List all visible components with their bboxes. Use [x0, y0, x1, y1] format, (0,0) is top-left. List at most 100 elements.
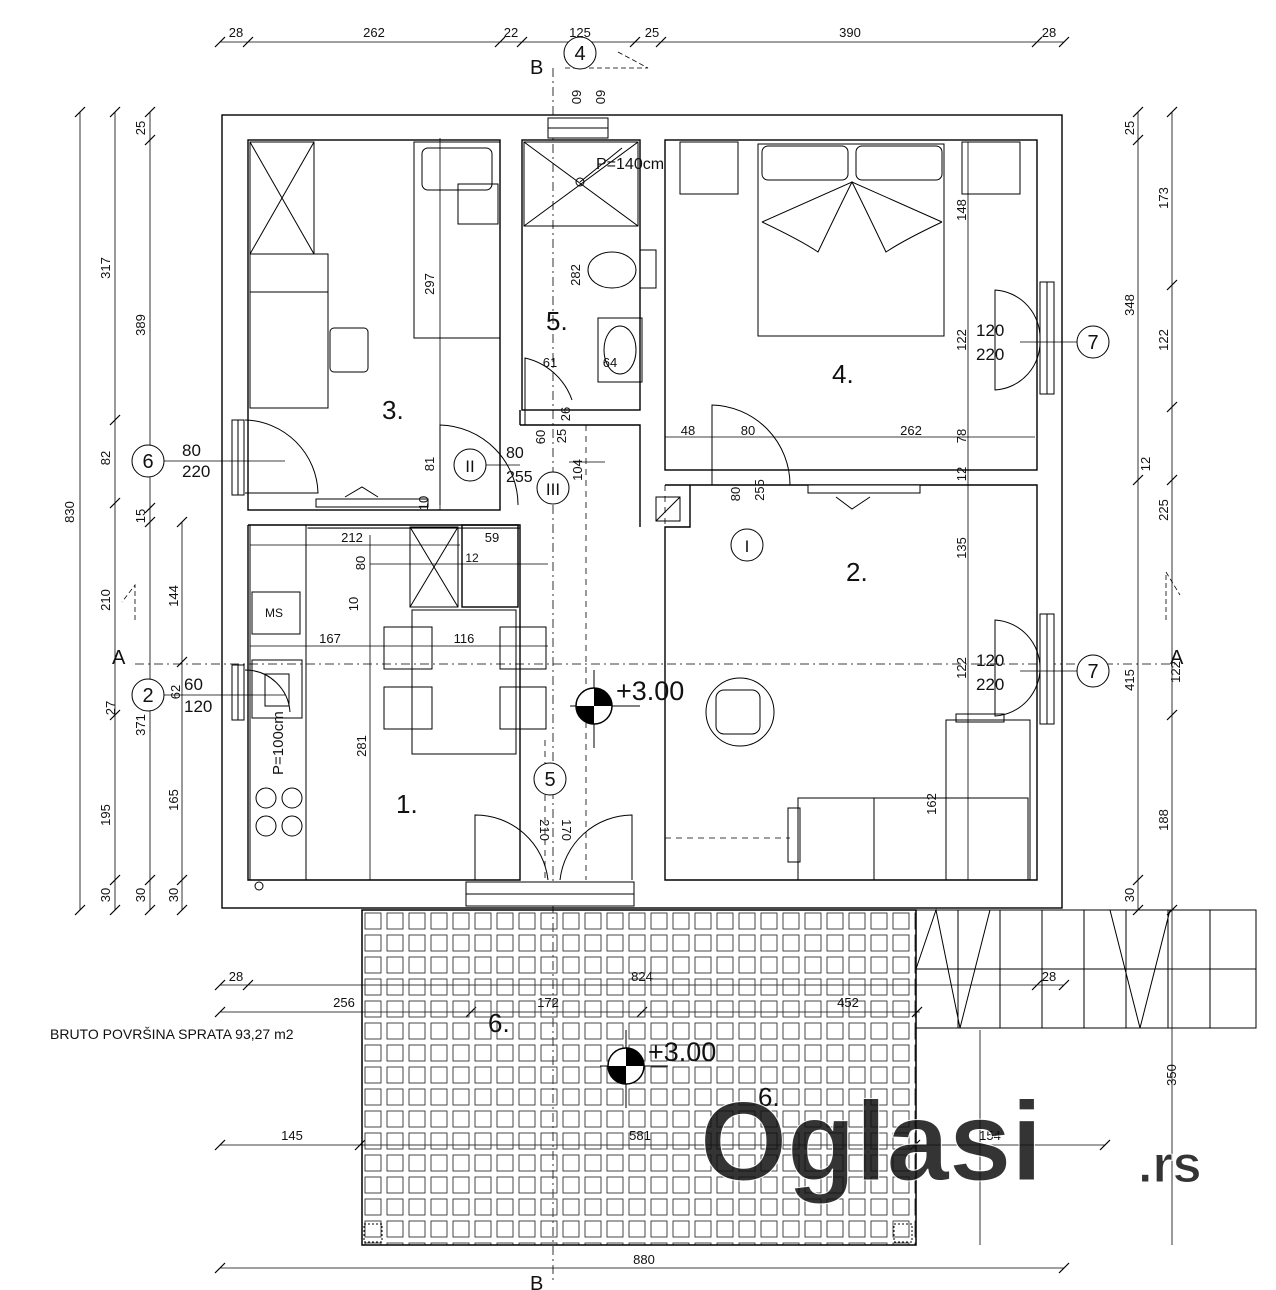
dim-top-label: 262: [363, 25, 385, 40]
dim-interior: 64: [603, 355, 617, 370]
room-label: 6.: [488, 1008, 510, 1038]
dim-right-label: 122: [1156, 329, 1171, 351]
door-height: 255: [506, 469, 533, 486]
dimension-ticks: [74, 36, 1178, 1274]
dim-interior: 10: [346, 597, 361, 611]
dim-interior: 10: [416, 496, 431, 510]
dim-terrace-label: 452: [837, 995, 859, 1010]
dim-interior: 80: [353, 556, 368, 570]
doors: [244, 289, 1041, 881]
dim-interior: 25: [554, 429, 569, 443]
dim-terrace-label: 824: [631, 969, 653, 984]
dim-interior: 12: [465, 551, 479, 565]
dim-interior: 297: [422, 273, 437, 295]
opening-width: 120: [976, 321, 1004, 340]
dim-interior: 162: [924, 793, 939, 815]
room-label: 1.: [396, 789, 418, 819]
dim-interior: 81: [422, 457, 437, 471]
windows: [231, 117, 1055, 907]
dim-right-label: 122: [1168, 661, 1183, 683]
section-letter: B: [530, 57, 543, 79]
dim-terrace-label: 145: [281, 1128, 303, 1143]
microwave-label: MS: [265, 606, 283, 620]
dim-left-outer: 830: [62, 501, 77, 523]
axis-marker: 5: [544, 769, 555, 791]
walls: [221, 114, 1063, 909]
left-dimension-labels: 830 317 82 210 195 30 25 389 15 371 30 1…: [62, 121, 181, 902]
axis-marker: 7: [1087, 661, 1098, 683]
level-labels: +3.00 +3.00: [616, 676, 716, 1067]
section-letter: A: [112, 647, 126, 669]
dim-left-label: 371: [133, 714, 148, 736]
dim-left-label: 30: [98, 888, 113, 902]
watermark: Oglasi .rs: [700, 1079, 1203, 1205]
dim-interior: 282: [568, 264, 583, 286]
dim-interior: 26: [558, 407, 573, 421]
level-marker-1: [570, 670, 640, 748]
stairs: [915, 908, 1257, 1029]
right-dimension-labels: 25 348 12 415 30 173 122 225 188 122 350: [1122, 121, 1183, 1086]
section-letter: A: [1170, 647, 1184, 669]
axis-marker: 4: [574, 43, 585, 65]
dim-interior: 262: [900, 423, 922, 438]
axis-marker-circles: [131, 36, 1110, 796]
fixture-labels: MS P=100cm P=140cm: [265, 156, 664, 775]
opening-leaders: [164, 341, 1077, 696]
dim-interior: 78: [954, 429, 969, 443]
dim-left-label: 144: [166, 585, 181, 607]
dim-interior: 27: [103, 701, 118, 715]
dim-interior: 60: [593, 90, 608, 104]
dim-right-label: 25: [1122, 121, 1137, 135]
room-label: 3.: [382, 395, 404, 425]
dim-interior: 135: [954, 537, 969, 559]
dim-left-label: 15: [133, 509, 148, 523]
dim-interior: 122: [954, 657, 969, 679]
dim-interior: 60: [533, 430, 548, 444]
level-label: +3.00: [616, 676, 684, 706]
gross-area-note: BRUTO POVRŠINA SPRATA 93,27 m2: [50, 1026, 294, 1042]
dim-interior: 281: [354, 735, 369, 757]
dim-top-label: 28: [229, 25, 243, 40]
opening-width: 120: [976, 651, 1004, 670]
dim-interior: 210: [537, 819, 552, 841]
axis-marker: 7: [1087, 332, 1098, 354]
dim-interior: 48: [681, 423, 695, 438]
level-label: +3.00: [648, 1037, 716, 1067]
dim-left-label: 165: [166, 789, 181, 811]
dim-interior: 255: [752, 479, 767, 501]
door-marker: II: [465, 457, 474, 476]
dim-interior: 148: [954, 199, 969, 221]
dim-interior: 122: [954, 329, 969, 351]
dim-left-label: 195: [98, 804, 113, 826]
dim-interior: 61: [543, 355, 557, 370]
dim-right-label: 415: [1122, 669, 1137, 691]
counter-height-label: P=100cm: [270, 711, 287, 775]
opening-height: 220: [182, 462, 210, 481]
dim-top-label: 22: [504, 25, 518, 40]
dim-left-label: 389: [133, 314, 148, 336]
dim-right-label: 30: [1122, 888, 1137, 902]
dim-interior: 80: [741, 423, 755, 438]
dim-top-label: 125: [569, 25, 591, 40]
dim-terrace-label: 581: [629, 1128, 651, 1143]
dim-interior: 62: [168, 685, 183, 699]
interior-dimension-labels: 297 81 10 212 59 12 80 10 167 116 281 62…: [103, 90, 969, 841]
shower-height-label: P=140cm: [596, 156, 664, 173]
dim-interior: 170: [559, 819, 574, 841]
room-label: 5.: [546, 306, 568, 336]
dim-right-label: 12: [1138, 457, 1153, 471]
dim-terrace-label: 256: [333, 995, 355, 1010]
dim-right-label: 348: [1122, 294, 1137, 316]
dim-interior: 116: [454, 631, 475, 646]
dim-left-label: 25: [133, 121, 148, 135]
dim-right-label: 188: [1156, 809, 1171, 831]
dim-terrace-label: 880: [633, 1252, 655, 1267]
terrace-dimension-labels: 28 824 28 256 172 452 145 581 154 880: [229, 969, 1056, 1267]
watermark-logo: Oglasi: [700, 1079, 1042, 1204]
dim-top-label: 390: [839, 25, 861, 40]
dim-interior: 104: [570, 459, 585, 481]
dim-interior: 212: [341, 530, 363, 545]
room-label: 2.: [846, 557, 868, 587]
room-labels: 1. 2. 3. 4. 5. 6. 6.: [382, 306, 868, 1112]
